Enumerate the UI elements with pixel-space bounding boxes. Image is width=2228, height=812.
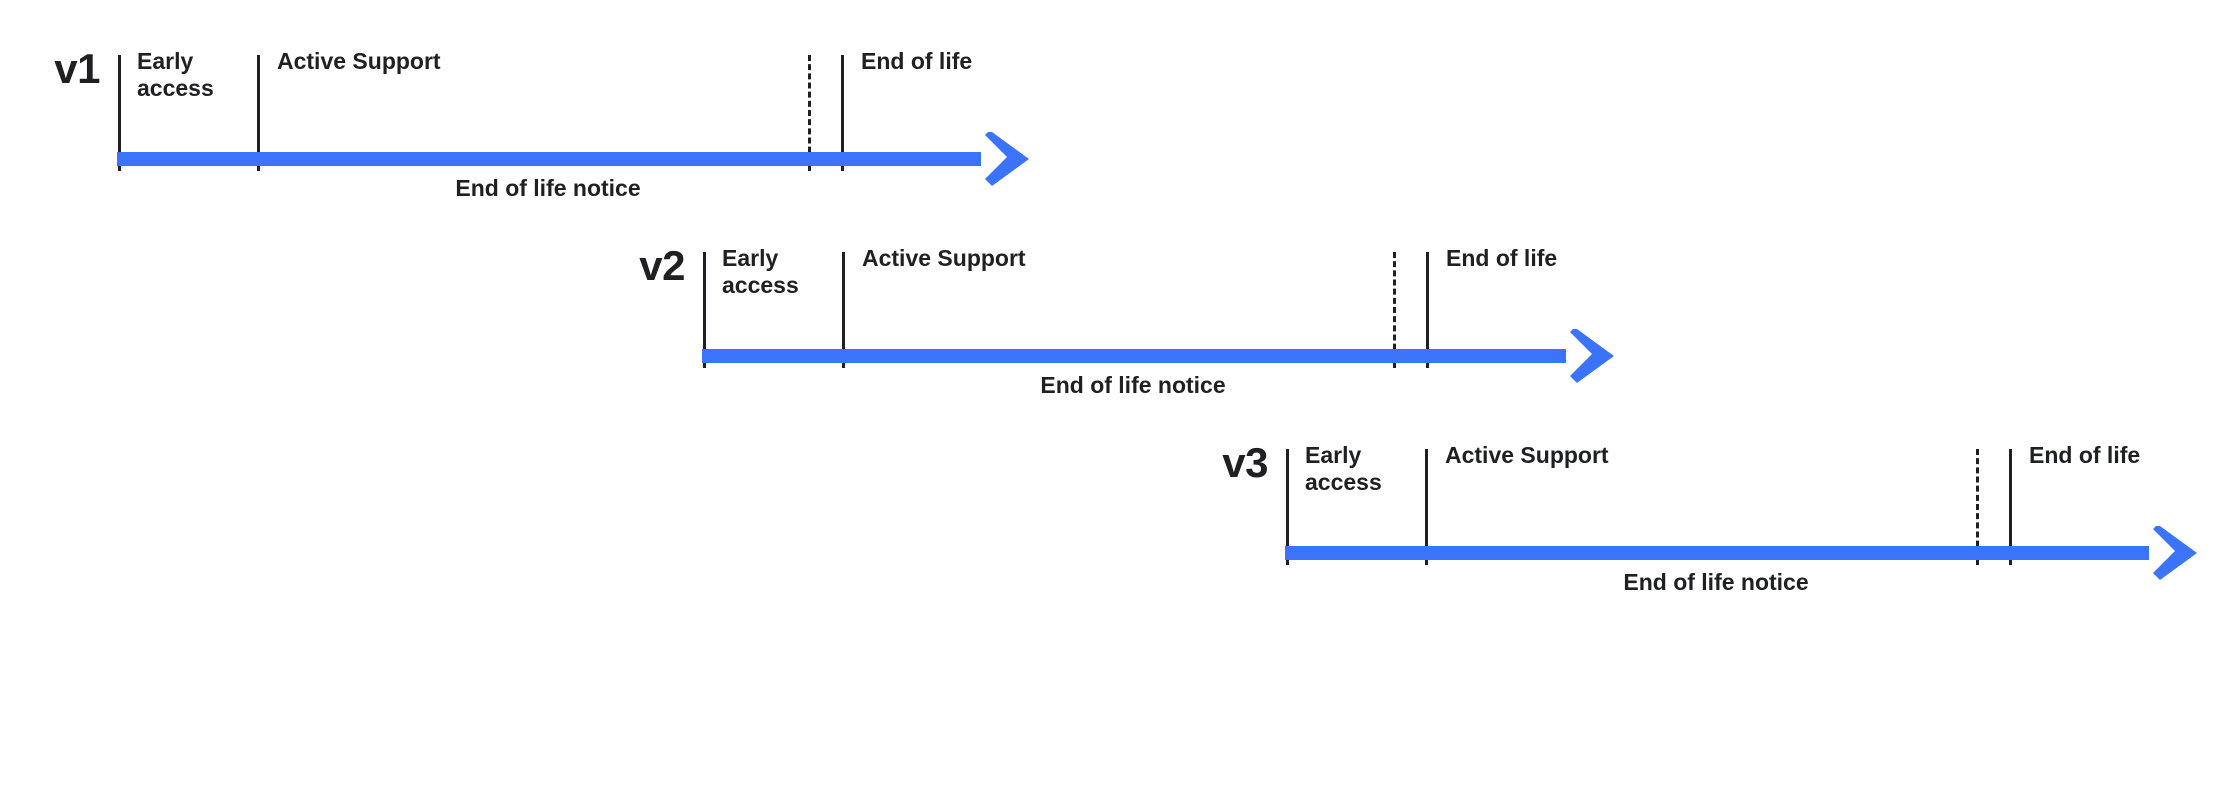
tick-end-of-life-start-v1: [841, 55, 844, 171]
timeline-row-v3: v3 Early access Active Support End of li…: [1188, 412, 2228, 642]
phase-label-active-support-v1: Active Support: [277, 48, 441, 74]
arrow-head-icon-v2: [1560, 327, 1616, 385]
tick-early-access-start-v1: [118, 55, 121, 171]
tick-end-of-life-start-v2: [1426, 252, 1429, 368]
tick-active-support-start-v2: [842, 252, 845, 368]
arrow-head-icon-v3: [2143, 524, 2199, 582]
tick-end-of-life-notice-v3: [1976, 449, 1979, 565]
phase-label-early-access-v1: Early access: [137, 48, 214, 102]
version-label-v1: v1: [54, 45, 100, 92]
phase-label-active-support-v3: Active Support: [1445, 442, 1609, 468]
phase-label-end-of-life-v1: End of life: [861, 48, 973, 74]
notice-label-v1: End of life notice: [455, 175, 641, 201]
lifecycle-bar-v3: [1285, 546, 2149, 560]
tick-end-of-life-notice-v1: [808, 55, 811, 171]
tick-active-support-start-v3: [1425, 449, 1428, 565]
phase-label-end-of-life-v3: End of life: [2029, 442, 2141, 468]
timeline-row-v2: v2 Early access Active Support End of li…: [605, 215, 1805, 445]
lifecycle-bar-v1: [117, 152, 981, 166]
tick-end-of-life-notice-v2: [1393, 252, 1396, 368]
phase-label-end-of-life-v2: End of life: [1446, 245, 1558, 271]
notice-label-v3: End of life notice: [1623, 569, 1809, 595]
tick-end-of-life-start-v3: [2009, 449, 2012, 565]
arrow-head-icon-v1: [975, 130, 1031, 188]
notice-label-v2: End of life notice: [1040, 372, 1226, 398]
phase-label-active-support-v2: Active Support: [862, 245, 1026, 271]
version-label-v3: v3: [1222, 439, 1268, 486]
phase-label-early-access-v3: Early access: [1305, 442, 1382, 496]
tick-early-access-start-v3: [1286, 449, 1289, 565]
timeline-row-v1: v1 Early access Active Support End of li…: [20, 18, 1220, 248]
phase-label-early-access-v2: Early access: [722, 245, 799, 299]
tick-active-support-start-v1: [257, 55, 260, 171]
lifecycle-bar-v2: [702, 349, 1566, 363]
tick-early-access-start-v2: [703, 252, 706, 368]
version-label-v2: v2: [639, 242, 685, 289]
